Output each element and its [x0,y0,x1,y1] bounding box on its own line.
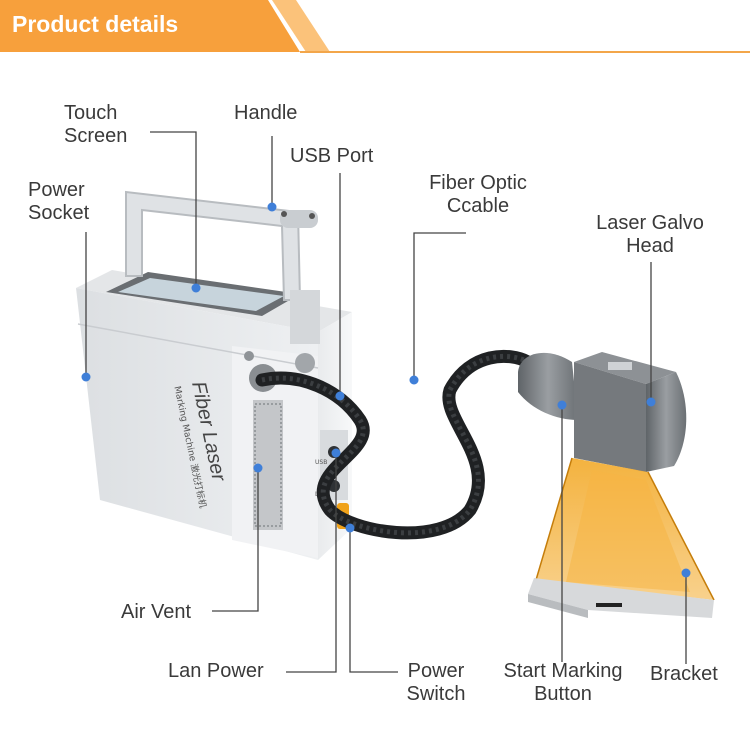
label-lan-power: Lan Power [168,660,264,682]
carry-handle [125,190,320,344]
header-banner [0,0,330,52]
page-title: Product details [12,11,179,37]
label-touch-screen: Touch Screen [64,102,128,147]
label-bracket: Bracket [650,663,718,685]
marker-dots [81,202,691,578]
galvo-head [518,352,687,472]
label-fiber-optic: Fiber Optic Ccable [429,172,527,217]
header-divider [300,51,750,53]
label-galvo-head: Laser Galvo Head [596,212,704,257]
leader-lines [85,131,687,673]
label-air-vent: Air Vent [121,601,192,623]
touch-screen-panel [106,272,300,316]
fiber-optic-cable [255,349,535,540]
usb-port-label: USB [315,459,327,466]
label-usb-port: USB Port [290,145,374,167]
protective-cover [535,457,715,601]
label-handle: Handle [234,102,298,124]
bracket-base [528,578,714,618]
label-start-button: Start Marking Button [503,660,623,705]
label-power-switch: Power Switch [406,660,466,705]
label-power-socket: Power Socket [28,179,90,224]
